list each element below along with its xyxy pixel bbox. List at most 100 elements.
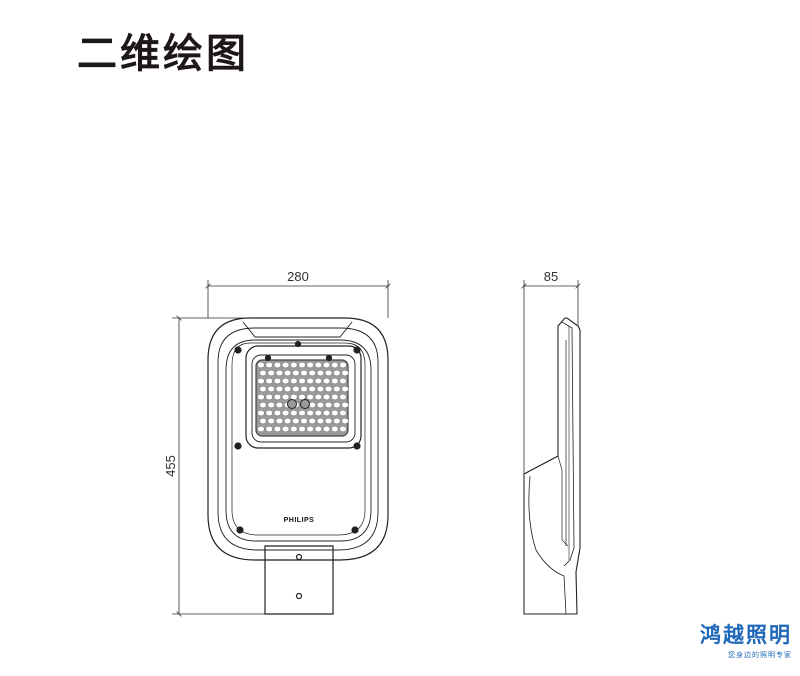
led-lens: [333, 386, 341, 393]
side-body-curve: [528, 475, 567, 615]
dimension-depth-label: 85: [544, 269, 558, 284]
led-lens: [333, 370, 341, 377]
led-lens: [300, 386, 308, 393]
led-lens: [339, 362, 347, 369]
led-lens: [331, 378, 339, 385]
led-lens: [259, 370, 267, 377]
led-lens: [339, 410, 347, 417]
led-module-plate: [251, 354, 356, 443]
led-lens: [341, 370, 349, 377]
body-panel-inner: [231, 342, 366, 536]
led-lens: [275, 418, 284, 425]
led-lens: [323, 426, 331, 433]
led-lens: [265, 410, 273, 417]
led-lens: [341, 418, 349, 425]
side-view: [523, 317, 581, 615]
led-lens: [333, 418, 341, 425]
dimension-width-label: 280: [287, 269, 309, 284]
led-lens: [273, 378, 282, 385]
led-lens: [273, 394, 282, 401]
led-lens: [282, 394, 290, 401]
led-lens: [267, 402, 275, 409]
led-lens: [314, 394, 323, 401]
led-lens: [282, 426, 290, 433]
led-lens: [316, 418, 325, 425]
brand-block: 鸿越照明 您身边的照明专家: [700, 625, 792, 660]
led-lens: [308, 386, 316, 393]
led-lens: [300, 418, 308, 425]
dimension-height: [172, 315, 265, 617]
led-lens: [298, 394, 306, 401]
led-lens: [298, 426, 306, 433]
screw: [236, 526, 244, 534]
led-lens: [273, 426, 282, 433]
led-lens: [290, 410, 298, 417]
led-lens: [341, 402, 349, 409]
mount-hole: [295, 553, 303, 561]
led-lens: [267, 370, 275, 377]
led-lens: [308, 418, 316, 425]
mount-hole: [295, 592, 303, 600]
screw: [234, 442, 242, 450]
led-lens: [325, 386, 333, 393]
led-lens: [284, 370, 292, 377]
led-lens: [339, 378, 347, 385]
led-lens: [257, 394, 265, 401]
led-lens: [265, 426, 273, 433]
brand-name: 鸿越照明: [700, 623, 792, 647]
led-lens: [259, 386, 267, 393]
screw: [294, 340, 302, 348]
led-lens: [259, 402, 267, 409]
side-profile-inner: [561, 321, 575, 567]
sensor-ring: [287, 399, 297, 409]
screw: [234, 346, 242, 354]
led-lens: [282, 378, 290, 385]
led-lens: [314, 410, 323, 417]
led-lens: [284, 418, 292, 425]
led-lens: [282, 410, 290, 417]
led-lens: [282, 362, 290, 369]
led-lens: [331, 362, 339, 369]
page-title: 二维绘图: [77, 31, 249, 77]
led-lens: [333, 402, 341, 409]
led-lens: [331, 426, 339, 433]
led-lens: [308, 370, 316, 377]
dimension-depth: [521, 280, 581, 614]
led-lens: [331, 410, 339, 417]
led-lens: [306, 362, 314, 369]
led-lens: [339, 394, 347, 401]
screw: [353, 442, 361, 450]
led-lens: [290, 362, 298, 369]
led-lens: [267, 418, 275, 425]
led-lens: [257, 362, 265, 369]
led-lens: [298, 378, 306, 385]
led-lens: [290, 394, 298, 401]
led-lens: [325, 402, 333, 409]
top-band: [242, 321, 353, 338]
sensor-ring: [300, 399, 310, 409]
led-lens: [341, 386, 349, 393]
brand-tagline: 您身边的照明专家: [728, 651, 792, 659]
housing-outline: [207, 317, 389, 561]
dimension-width: [205, 280, 391, 318]
led-lens: [314, 378, 323, 385]
led-lens: [292, 418, 300, 425]
led-lens-grid: [257, 362, 349, 433]
led-lens: [275, 402, 284, 409]
led-lens: [331, 394, 339, 401]
led-lens: [325, 418, 333, 425]
led-lens: [323, 362, 331, 369]
led-lens: [316, 386, 325, 393]
led-lens: [284, 386, 292, 393]
body-panel: [225, 339, 372, 542]
led-module-frame: [245, 345, 362, 449]
mount-bracket: [264, 545, 334, 615]
led-lens: [265, 378, 273, 385]
screw: [351, 526, 359, 534]
led-lens: [325, 370, 333, 377]
led-lens: [298, 410, 306, 417]
led-lens: [292, 370, 300, 377]
screw: [353, 346, 361, 354]
led-lens: [292, 386, 300, 393]
